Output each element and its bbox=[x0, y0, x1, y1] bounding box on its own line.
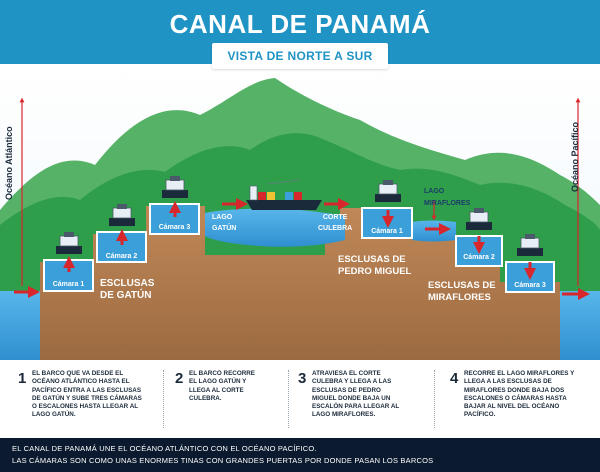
page-title: CANAL DE PANAMÁ bbox=[169, 9, 431, 39]
page-subtitle: VISTA DE NORTE A SUR bbox=[227, 49, 373, 63]
step-text: El barco que va desde elOcéano Atlántico… bbox=[32, 370, 142, 419]
arrow-icon bbox=[14, 198, 590, 300]
step-text: Atraviesa el CorteCulebra y llega a lase… bbox=[312, 370, 400, 419]
atlantic-water bbox=[0, 291, 40, 360]
step-number: 1 bbox=[18, 370, 27, 387]
atlantic-label: Océano Atlántico bbox=[4, 126, 14, 200]
canal-scene bbox=[0, 64, 600, 360]
chamber-gatun-2 bbox=[96, 231, 147, 263]
chamber-gatun-3-label: Cámara 3 bbox=[158, 224, 191, 231]
cargo-ship-icon bbox=[246, 179, 322, 210]
lago-miraflores-water bbox=[412, 220, 456, 242]
divider bbox=[163, 370, 164, 428]
pacific-water bbox=[560, 291, 600, 360]
chamber-mira-3-label: Cámara 3 bbox=[514, 282, 546, 289]
step-text: Recorre el Lago Miraflores yllega a las … bbox=[464, 370, 575, 419]
ocean-level-arrows bbox=[19, 97, 581, 286]
chamber-mira-2-label: Cámara 2 bbox=[463, 254, 495, 261]
steps-panel: 1 El barco que va desde elOcéano Atlánti… bbox=[0, 360, 600, 440]
chamber-gatun-1-label: Cámara 1 bbox=[52, 281, 85, 288]
ship-icon bbox=[109, 204, 135, 226]
divider bbox=[288, 370, 289, 428]
step-number: 2 bbox=[175, 370, 184, 387]
ship-icon bbox=[56, 232, 82, 254]
subtitle-box: VISTA DE NORTE A SUR bbox=[212, 43, 388, 69]
lago-gatun-water bbox=[205, 208, 345, 247]
chamber-pedro-1-label: Cámara 1 bbox=[371, 228, 403, 235]
land bbox=[40, 206, 560, 360]
ship-icon bbox=[162, 176, 188, 198]
ship-icon bbox=[517, 234, 543, 256]
ship-icon bbox=[375, 180, 401, 202]
step-text: El barco recorreel Lago Gatún yllega al … bbox=[189, 370, 256, 402]
divider bbox=[434, 370, 435, 428]
step-number: 4 bbox=[450, 370, 459, 387]
pacific-label: Océano Pacífico bbox=[570, 121, 580, 192]
chamber-gatun-2-label: Cámara 2 bbox=[105, 253, 138, 260]
step-number: 3 bbox=[298, 370, 307, 387]
footer-line-1: EL CANAL DE PANAMÁ UNE EL OCÉANO ATLÁNTI… bbox=[12, 444, 317, 453]
footer: EL CANAL DE PANAMÁ UNE EL OCÉANO ATLÁNTI… bbox=[0, 438, 600, 472]
footer-line-2: LAS CÁMARAS SON COMO UNAS ENORMES TINAS … bbox=[12, 456, 434, 465]
ship-icon bbox=[466, 208, 492, 230]
